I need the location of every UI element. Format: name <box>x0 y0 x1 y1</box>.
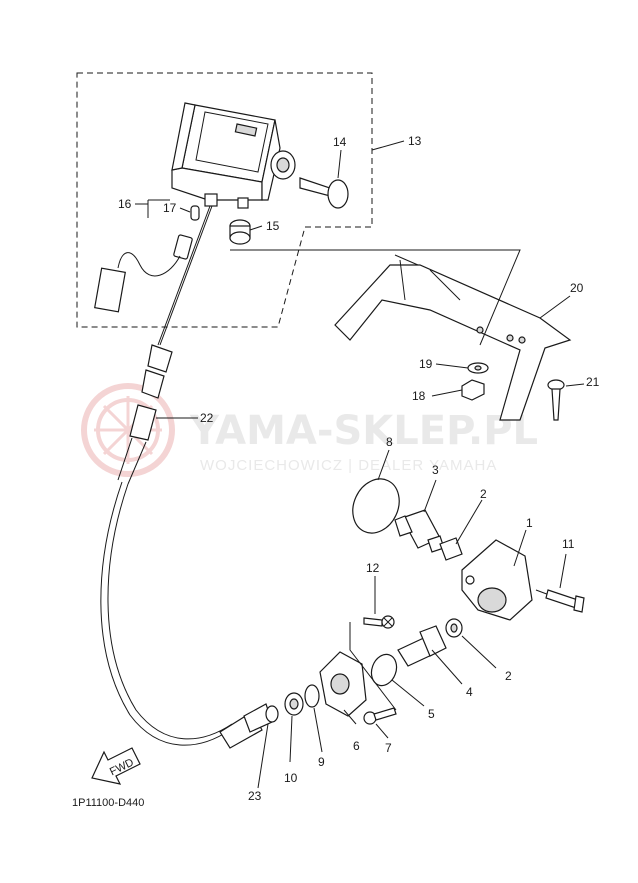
gear-housing <box>461 539 553 621</box>
callout-20: 20 <box>570 281 584 295</box>
watermark: YAMA-SKLEP.PL WOJCIECHOWICZ | DEALER YAM… <box>81 383 538 477</box>
fwd-arrow-icon: FWD <box>91 747 141 785</box>
bushing-bottom <box>445 618 463 638</box>
bulb-socket <box>94 199 200 313</box>
callout-3: 3 <box>432 463 439 477</box>
housing-bolt <box>545 589 585 613</box>
callout-6: 6 <box>353 739 360 753</box>
callout-2-bottom: 2 <box>505 669 512 683</box>
bushing-top <box>439 537 463 561</box>
callout-22: 22 <box>200 411 214 425</box>
washer <box>467 362 489 374</box>
callout-17: 17 <box>163 201 177 215</box>
washer-small <box>304 684 320 708</box>
callout-4: 4 <box>466 685 473 699</box>
o-ring-large <box>352 478 400 534</box>
o-ring-small <box>265 705 279 723</box>
meter-assembly-boundary <box>76 72 373 328</box>
callout-11: 11 <box>562 537 575 551</box>
trip-knob <box>299 177 349 209</box>
screw-bolt <box>547 379 565 421</box>
leader-lines <box>135 140 585 789</box>
callout-12: 12 <box>366 561 380 575</box>
diagram-code: 1P11100-D440 <box>72 797 144 809</box>
drive-gear <box>394 509 445 553</box>
screw-bottom <box>363 707 397 725</box>
callout-18: 18 <box>412 389 426 403</box>
callouts: 1 2 3 4 2 5 6 7 8 9 10 11 12 13 14 15 16… <box>118 134 600 803</box>
callout-7: 7 <box>385 741 392 755</box>
callout-5: 5 <box>428 707 435 721</box>
meter-cable <box>100 205 273 749</box>
watermark-tagline: WOJCIECHOWICZ | DEALER YAMAHA <box>200 457 497 474</box>
meter-body <box>171 102 296 209</box>
callout-10: 10 <box>284 771 298 785</box>
callout-16: 16 <box>118 197 132 211</box>
screw-top <box>363 615 395 629</box>
callout-13: 13 <box>408 134 422 148</box>
callout-9: 9 <box>318 755 325 769</box>
grommet <box>229 219 251 245</box>
callout-14: 14 <box>333 135 347 149</box>
collar <box>284 692 304 716</box>
callout-23: 23 <box>248 789 262 803</box>
nut <box>461 379 485 401</box>
o-ring-medium <box>370 653 398 687</box>
meter-bracket <box>230 249 572 421</box>
callout-19: 19 <box>419 357 433 371</box>
callout-2-top: 2 <box>480 487 487 501</box>
callout-1: 1 <box>526 516 533 530</box>
watermark-logo-icon <box>81 383 175 477</box>
callout-15: 15 <box>266 219 280 233</box>
gear-cover <box>319 622 397 717</box>
callout-8: 8 <box>386 435 393 449</box>
driven-gear <box>397 625 447 667</box>
watermark-brand: YAMA-SKLEP.PL <box>189 408 538 454</box>
callout-21: 21 <box>586 375 600 389</box>
